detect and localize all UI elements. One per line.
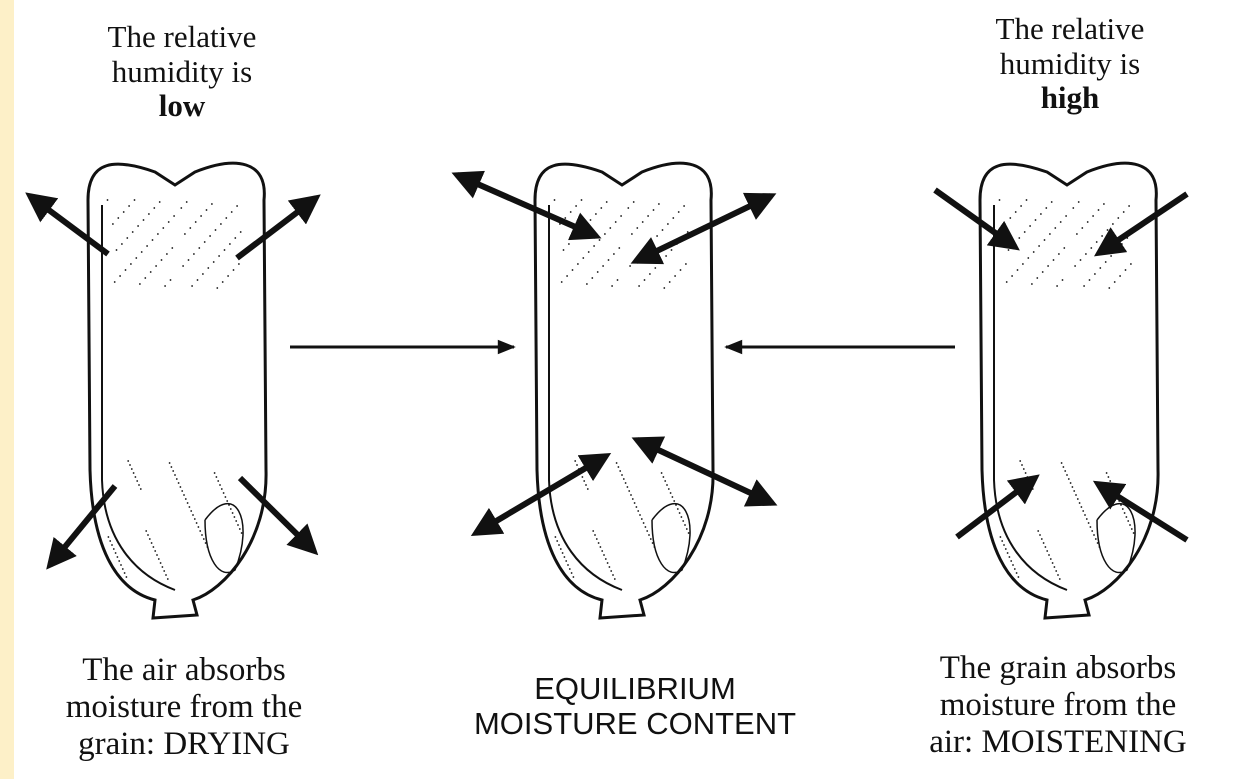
- right-bottom-line-2: moisture from the: [888, 687, 1228, 724]
- left-top-line-3: low: [52, 89, 312, 124]
- left-bottom-line-3: grain: DRYING: [14, 726, 354, 763]
- right-top-line-1: The relative: [940, 12, 1200, 47]
- center-arrow-bottom-left: [476, 456, 606, 533]
- left-bottom-label: The air absorbs moisture from the grain:…: [14, 652, 354, 763]
- right-top-line-3: high: [940, 81, 1200, 116]
- center-bottom-line-1: EQUILIBRIUM: [450, 672, 820, 707]
- right-top-label: The relative humidity is high: [940, 12, 1200, 116]
- left-top-label: The relative humidity is low: [52, 20, 312, 124]
- left-top-line-1: The relative: [52, 20, 312, 55]
- right-bottom-label: The grain absorbs moisture from the air:…: [888, 650, 1228, 761]
- center-bottom-line-2: MOISTURE CONTENT: [450, 707, 820, 742]
- left-bottom-line-1: The air absorbs: [14, 652, 354, 689]
- left-arrow-top-right: [237, 198, 316, 258]
- right-top-line-2: humidity is: [940, 47, 1200, 82]
- right-arrow-bottom-right: [1098, 484, 1187, 540]
- left-arrow-top-left: [30, 196, 108, 254]
- right-bottom-line-3: air: MOISTENING: [888, 724, 1228, 761]
- center-arrow-top-left: [457, 175, 596, 236]
- left-top-line-2: humidity is: [52, 55, 312, 90]
- grain-kernel-center: [535, 163, 713, 618]
- right-arrow-top-left: [935, 190, 1015, 247]
- center-arrow-top-right: [636, 196, 771, 261]
- grain-kernel-left: [88, 163, 266, 618]
- left-bottom-line-2: moisture from the: [14, 689, 354, 726]
- center-arrow-bottom-right: [637, 440, 772, 503]
- right-bottom-line-1: The grain absorbs: [888, 650, 1228, 687]
- center-bottom-label: EQUILIBRIUM MOISTURE CONTENT: [450, 672, 820, 741]
- right-arrow-bottom-left: [957, 478, 1035, 537]
